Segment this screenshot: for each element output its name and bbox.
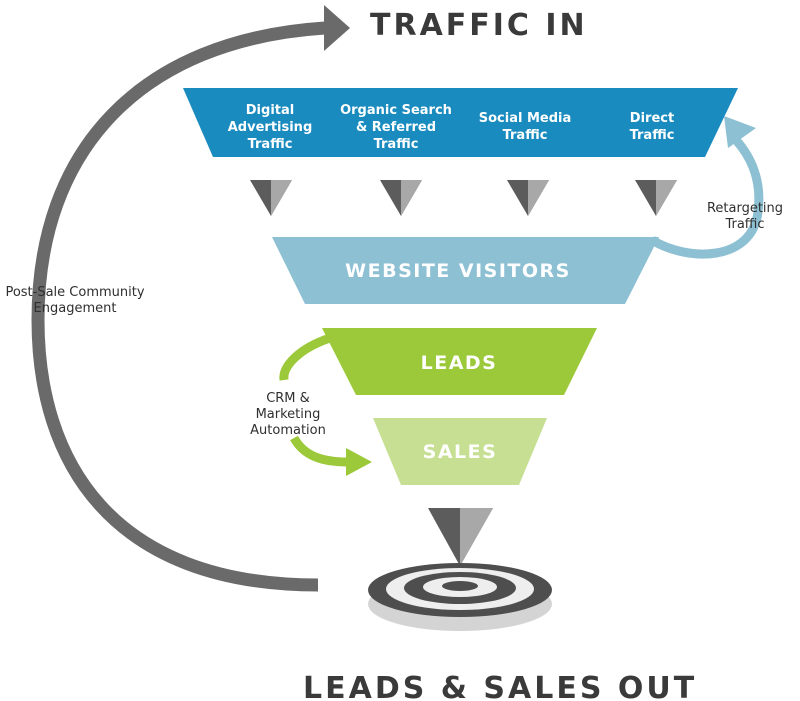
crm-label: Marketing xyxy=(256,407,321,422)
source-line: & Referred xyxy=(356,120,436,135)
source-digital-advertising: Digital Advertising Traffic xyxy=(228,103,313,152)
triangle-down-icon xyxy=(635,180,677,216)
post-sale-label: Engagement xyxy=(34,301,117,316)
loop-arrow-icon xyxy=(31,5,350,592)
retargeting-label: Retargeting xyxy=(707,201,783,216)
source-line: Social Media xyxy=(479,111,572,126)
stage-leads xyxy=(322,328,597,395)
target-icon xyxy=(368,563,552,631)
crm-label: Automation xyxy=(250,423,326,438)
source-line: Direct xyxy=(630,111,674,126)
stage-visitors-label: WEBSITE VISITORS xyxy=(345,260,571,282)
title-traffic-in: TRAFFIC IN xyxy=(370,8,588,43)
source-line: Traffic xyxy=(630,128,675,143)
source-line: Organic Search xyxy=(340,103,452,118)
source-line: Traffic xyxy=(248,137,293,152)
source-line: Digital xyxy=(246,103,294,118)
source-social-media: Social Media Traffic xyxy=(479,111,572,143)
triangle-down-icon xyxy=(428,508,493,566)
retarget-arrow-icon xyxy=(649,116,764,259)
retargeting-label: Traffic xyxy=(724,217,764,232)
triangle-down-icon xyxy=(507,180,549,216)
sources-band xyxy=(183,88,738,157)
source-line: Traffic xyxy=(503,128,548,143)
source-direct: Direct Traffic xyxy=(630,111,675,143)
source-line: Advertising xyxy=(228,120,313,135)
stage-sales-label: SALES xyxy=(423,441,498,463)
crm-arrow-icon xyxy=(279,333,372,476)
stage-website-visitors xyxy=(272,237,659,304)
title-leads-sales-out: LEADS & SALES OUT xyxy=(303,671,697,701)
source-line: Traffic xyxy=(374,137,419,152)
stage-sales xyxy=(373,418,547,485)
triangle-down-icon xyxy=(380,180,422,216)
crm-label: CRM & xyxy=(266,391,310,406)
stage-leads-label: LEADS xyxy=(421,352,498,374)
source-organic-search: Organic Search & Referred Traffic xyxy=(340,103,452,152)
post-sale-label: Post-Sale Community xyxy=(5,285,144,300)
triangle-down-icon xyxy=(250,180,292,216)
